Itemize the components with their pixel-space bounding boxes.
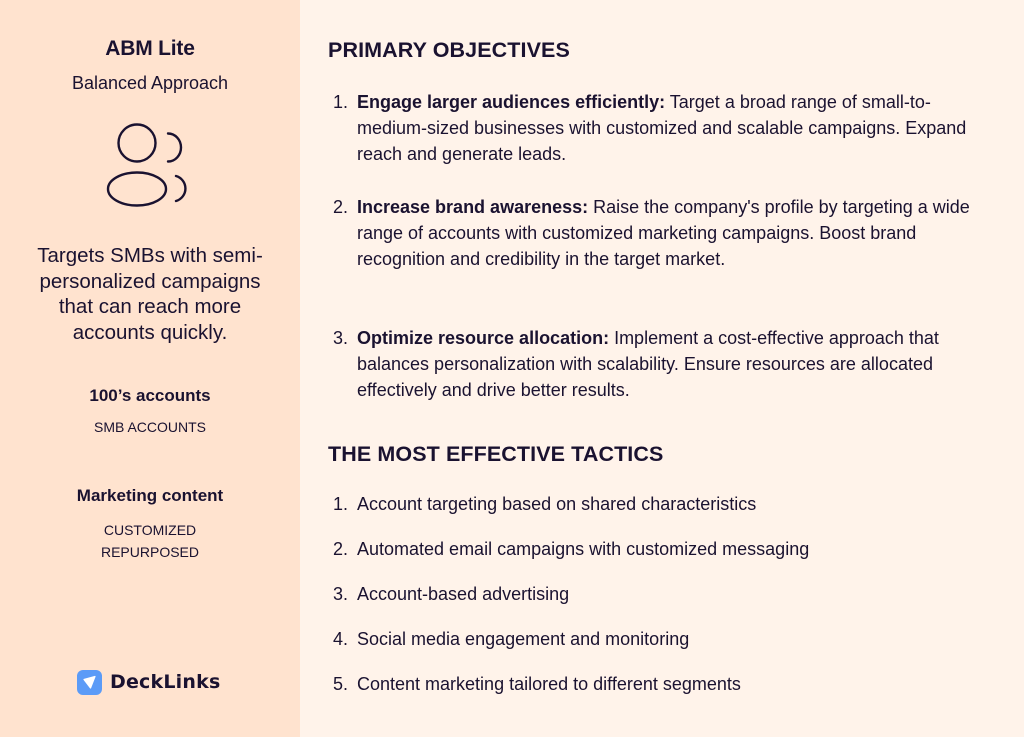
objective-body: Raise the company's profile by targeting… [357, 197, 970, 269]
plan-subtitle: Balanced Approach [71, 73, 229, 93]
content-stat-sub-2: REPURPOSED [100, 544, 200, 560]
decklinks-logo: DeckLinks [77, 669, 220, 695]
logo-text: DeckLinks [110, 671, 221, 693]
objective-text: Optimize resource allocation: Implement … [357, 325, 981, 403]
objective-title: Optimize resource allocation: [357, 328, 610, 348]
tactic-number: 1. [333, 494, 349, 514]
accounts-stat-label: 100’s accounts [89, 386, 211, 405]
sidebar-panel: ABM Lite Balanced Approach Targets SMBs … [0, 0, 300, 737]
users-icon [100, 120, 200, 215]
tactic-number: 3. [333, 584, 349, 604]
objective-body: Target a broad range of small-to-medium-… [357, 92, 967, 164]
tactic-text: Content marketing tailored to different … [357, 674, 741, 694]
tactic-text: Social media engagement and monitoring [357, 629, 690, 649]
objective-number: 1. [333, 92, 349, 112]
objective-text: Increase brand awareness: Raise the comp… [357, 194, 981, 272]
plan-title: ABM Lite [105, 37, 195, 60]
objectives-heading: PRIMARY OBJECTIVES [328, 38, 570, 62]
objective-text: Engage larger audiences efficiently: Tar… [357, 89, 981, 167]
content-stat-label: Marketing content [76, 486, 224, 505]
tactic-text: Automated email campaigns with customize… [357, 539, 810, 559]
tactic-number: 5. [333, 674, 349, 694]
tactics-heading: THE MOST EFFECTIVE TACTICS [328, 442, 664, 466]
tactic-text: Account-based advertising [357, 584, 570, 604]
plan-description: Targets SMBs with semi-personalized camp… [37, 244, 263, 344]
objective-title: Increase brand awareness: [357, 197, 589, 217]
tactic-number: 2. [333, 539, 349, 559]
main-content: PRIMARY OBJECTIVES 1. Engage larger audi… [328, 0, 998, 737]
objective-body: Implement a cost-effective approach that… [357, 328, 939, 400]
objective-number: 3. [333, 328, 349, 348]
tactic-number: 4. [333, 629, 349, 649]
objective-title: Engage larger audiences efficiently: [357, 92, 666, 112]
tactic-text: Account targeting based on shared charac… [357, 494, 757, 514]
objective-number: 2. [333, 197, 349, 217]
decklinks-logo-icon [77, 669, 102, 695]
accounts-stat-sub: SMB ACCOUNTS [93, 419, 206, 435]
content-stat-sub-1: CUSTOMIZED [103, 522, 197, 538]
